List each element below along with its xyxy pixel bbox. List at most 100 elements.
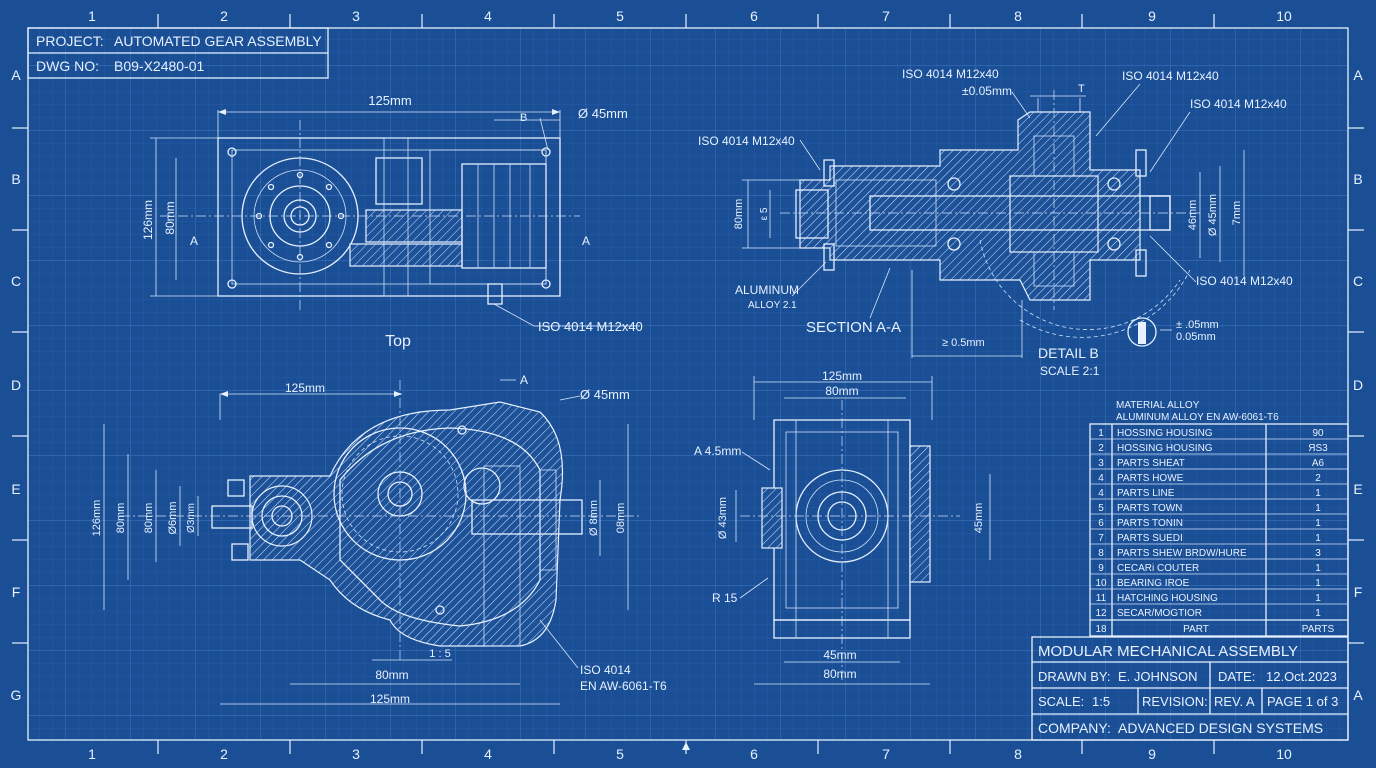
material-line-2: ALUMINUM ALLOY EN AW-6061-T6 [1116, 412, 1279, 423]
parts-row-part: BEARING IROE [1117, 578, 1190, 589]
detail-tol-1: ± .05mm [1176, 319, 1219, 331]
row-label-left: A [11, 67, 21, 83]
section-tolerance-top: ±0.05mm [962, 84, 1012, 98]
col-label-bottom: 7 [882, 746, 890, 762]
section-dim-right-3: 7mm [1231, 201, 1243, 225]
parts-row-qty: 1 [1315, 533, 1321, 544]
date-value: 12.Oct.2023 [1266, 669, 1337, 684]
col-label-top: 10 [1276, 8, 1292, 24]
title-block-title: MODULAR MECHANICAL ASSEMBLY [1038, 643, 1298, 660]
col-label-top: 4 [484, 8, 492, 24]
parts-row-no: 8 [1098, 548, 1104, 559]
section-callout-top-c: ISO 4014 M12x40 [1190, 97, 1287, 111]
parts-row-qty: 3 [1315, 548, 1321, 559]
col-label-top: 9 [1148, 8, 1156, 24]
parts-footer-no: 18 [1095, 624, 1107, 635]
row-label-right: D [1353, 377, 1363, 393]
front-dim-h4: Ø6mm [167, 502, 179, 535]
top-dim-width: 125mm [368, 93, 411, 108]
section-callout-right: ISO 4014 M12x40 [1196, 274, 1293, 288]
center-mark-icon [682, 742, 690, 750]
parts-row-part: PARTS LINE [1117, 488, 1175, 499]
front-dim-h1: 126mm [91, 500, 103, 537]
parts-row-no: 2 [1098, 443, 1104, 454]
parts-row-qty: A6 [1312, 458, 1325, 469]
parts-row: 2 HOSSING HOUSING ЯS3 [1098, 443, 1328, 454]
top-section-mark-left: A [190, 234, 198, 248]
parts-row-part: HOSSING HOUSING [1117, 443, 1213, 454]
parts-row-qty: 1 [1315, 608, 1321, 619]
parts-row-part: PARTS TOWN [1117, 503, 1182, 514]
col-label-bottom: 2 [220, 746, 228, 762]
revision-label: REVISION: [1142, 694, 1208, 709]
parts-row-no: 10 [1095, 578, 1107, 589]
parts-row: 1 HOSSING HOUSING 90 [1098, 428, 1324, 439]
parts-row-no: 3 [1098, 458, 1104, 469]
parts-row-part: HATCHING HOUSING [1117, 593, 1218, 604]
parts-row-qty: 2 [1315, 473, 1321, 484]
zone-markers: 1 2 3 4 5 6 7 8 9 10 1 2 3 4 5 6 7 8 9 1… [11, 8, 1364, 762]
side-dim-right: 45mm [973, 503, 985, 534]
parts-row: 3 PARTS SHEAT A6 [1098, 458, 1324, 469]
col-label-bottom: 3 [352, 746, 360, 762]
side-dim-bottom-1: 45mm [823, 648, 856, 662]
row-label-right: F [1354, 584, 1363, 600]
parts-row: 10 BEARING IROE 1 [1095, 578, 1321, 589]
row-label-left: D [11, 377, 21, 393]
top-view-label: Top [385, 333, 411, 350]
col-label-top: 6 [750, 8, 758, 24]
top-section-mark-right: A [582, 234, 590, 248]
parts-row-part: PARTS SHEAT [1117, 458, 1185, 469]
front-dim-h3: 80mm [143, 503, 155, 534]
front-dim-dia: Ø 45mm [580, 387, 630, 402]
parts-row-part: PARTS TONIN [1117, 518, 1183, 529]
section-dim-right-1: 46mm [1187, 200, 1199, 231]
parts-row-no: 4 [1098, 488, 1104, 499]
col-label-bottom: 8 [1014, 746, 1022, 762]
parts-row-part: PARTS SHEW BRDW/HURE [1117, 548, 1247, 559]
parts-row-no: 9 [1098, 563, 1104, 574]
col-label-top: 2 [220, 8, 228, 24]
parts-row: 4 PARTS HOWE 2 [1098, 473, 1321, 484]
col-label-bottom: 6 [750, 746, 758, 762]
col-label-top: 1 [88, 8, 96, 24]
parts-footer-qty: PARTS [1302, 624, 1335, 635]
row-label-left: F [12, 584, 21, 600]
parts-row-qty: 1 [1315, 503, 1321, 514]
section-dim-bottom: ≥ 0.5mm [942, 337, 985, 349]
date-label: DATE: [1218, 669, 1255, 684]
parts-row: 4 PARTS LINE 1 [1098, 488, 1321, 499]
front-section-mark: A [520, 373, 528, 387]
section-material-1: ALUMINUM [735, 283, 799, 297]
col-label-top: 5 [616, 8, 624, 24]
parts-row-qty: 1 [1315, 593, 1321, 604]
section-dim-left-outer: 80mm [733, 199, 745, 230]
parts-row-no: 12 [1095, 608, 1107, 619]
parts-list: 1 HOSSING HOUSING 90 2 HOSSING HOUSING Я… [1089, 423, 1349, 637]
front-callout-1: ISO 4014 [580, 663, 631, 677]
side-dim-top-1: 125mm [822, 369, 862, 383]
top-dim-height-inner: 80mm [163, 201, 177, 234]
col-label-bottom: 4 [484, 746, 492, 762]
title-block: MODULAR MECHANICAL ASSEMBLY DRAWN BY: E.… [1031, 636, 1349, 741]
parts-row-qty: 1 [1315, 578, 1321, 589]
section-callout-top-b: ISO 4014 M12x40 [1122, 69, 1219, 83]
drawn-by-label: DRAWN BY: [1038, 669, 1110, 684]
row-label-left: G [11, 687, 22, 703]
top-callout: ISO 4014 M12x40 [538, 319, 643, 334]
col-label-top: 3 [352, 8, 360, 24]
parts-row-no: 11 [1096, 593, 1107, 604]
col-label-bottom: 1 [88, 746, 96, 762]
row-label-right: B [1353, 171, 1362, 187]
parts-row: 12 SECAR/MOGTIOR 1 [1095, 608, 1321, 619]
company-label: COMPANY: [1038, 720, 1111, 736]
parts-row-no: 6 [1098, 518, 1104, 529]
col-label-bottom: 5 [616, 746, 624, 762]
parts-row-part: SECAR/MOGTIOR [1117, 608, 1202, 619]
top-dim-height-outer: 126mm [141, 200, 155, 240]
section-dim-left-inner: ε 5 [759, 207, 770, 220]
detail-tol-2: 0.05mm [1176, 331, 1216, 343]
front-view: 125mm A Ø 45mm 126mm 80mm 80mm Ø6mm Ø3mm… [91, 373, 667, 706]
top-view: 125mm B Ø 45mm 126mm 80mm A A ISO 4014 M… [141, 93, 643, 350]
